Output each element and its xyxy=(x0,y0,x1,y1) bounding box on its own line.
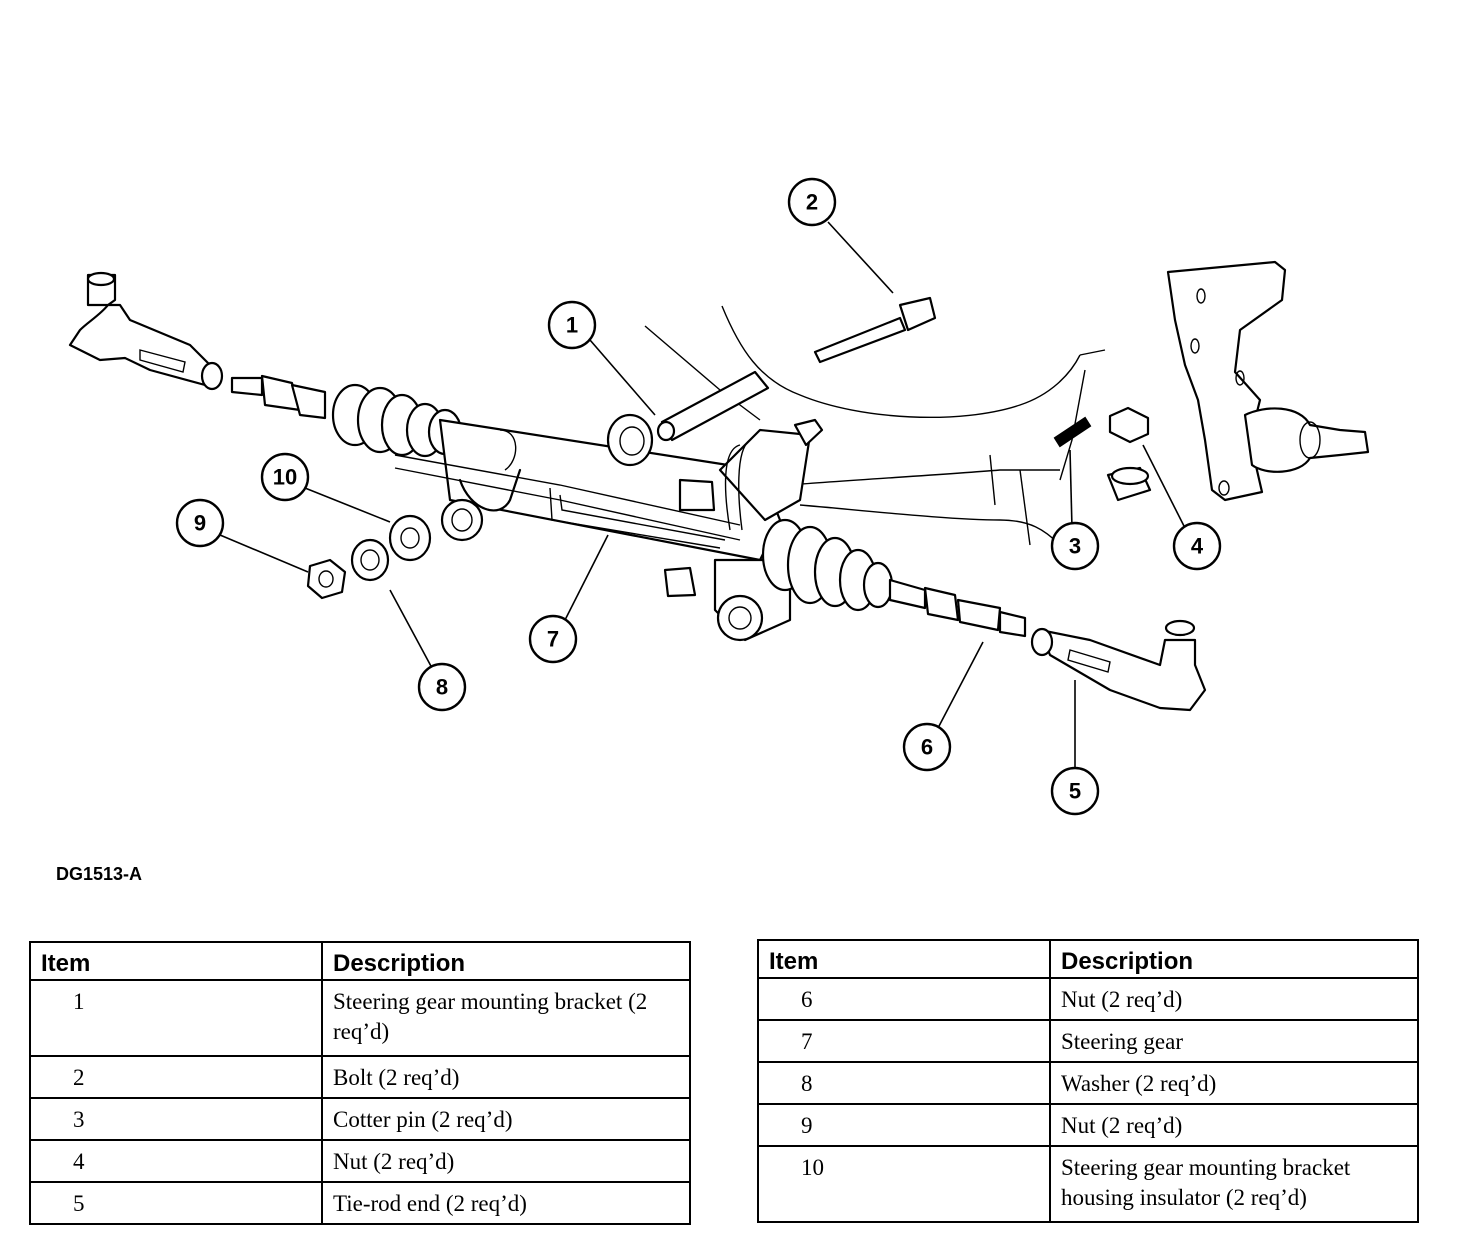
callout-8: 8 xyxy=(417,662,467,712)
item-number: 1 xyxy=(29,979,323,1057)
item-description: Nut (2 req’d) xyxy=(1049,977,1419,1021)
legend-table-right: Item Description 6 Nut (2 req’d) 7 Steer… xyxy=(757,939,1419,1223)
svg-text:10: 10 xyxy=(273,465,297,490)
callout-10: 10 xyxy=(260,452,310,502)
table-row: 8 Washer (2 req’d) xyxy=(757,1061,1419,1105)
callout-7: 7 xyxy=(528,614,578,664)
item-number: 8 xyxy=(757,1061,1051,1105)
right-tie-rod-end xyxy=(1030,619,1207,712)
table-row: 10 Steering gear mounting bracket housin… xyxy=(757,1145,1419,1223)
cotter-pin xyxy=(1053,416,1092,448)
svg-text:9: 9 xyxy=(194,511,206,536)
item-header: Item xyxy=(29,941,323,981)
callout-5: 5 xyxy=(1050,766,1100,816)
steering-gear-body xyxy=(394,418,824,642)
leader-lines xyxy=(219,221,1186,770)
insulator xyxy=(388,514,432,562)
right-inner-tie-rod xyxy=(761,518,1027,638)
item-number: 7 xyxy=(757,1019,1051,1063)
callout-1: 1 xyxy=(547,300,597,350)
item-number: 4 xyxy=(29,1139,323,1183)
table-row: 5 Tie-rod end (2 req’d) xyxy=(29,1181,691,1225)
item-description: Nut (2 req’d) xyxy=(321,1139,691,1183)
table-row: 4 Nut (2 req’d) xyxy=(29,1139,691,1183)
crossmember-outline xyxy=(644,305,1106,546)
washer xyxy=(350,538,390,582)
callout-4: 4 xyxy=(1172,521,1222,571)
item-description: Bolt (2 req’d) xyxy=(321,1055,691,1099)
item-description: Cotter pin (2 req’d) xyxy=(321,1097,691,1141)
item-number: 5 xyxy=(29,1181,323,1225)
callout-2: 2 xyxy=(787,177,837,227)
table-header-row: Item Description xyxy=(757,939,1419,979)
bracket-bushing xyxy=(606,413,654,467)
item-number: 10 xyxy=(757,1145,1051,1223)
callout-9: 9 xyxy=(175,498,225,548)
item-number: 3 xyxy=(29,1097,323,1141)
left-tie-rod-end xyxy=(68,271,224,391)
item-number: 2 xyxy=(29,1055,323,1099)
description-header: Description xyxy=(321,941,691,981)
table-header-row: Item Description xyxy=(29,941,691,981)
steering-knuckle xyxy=(1166,260,1370,502)
svg-text:5: 5 xyxy=(1069,779,1081,804)
svg-text:8: 8 xyxy=(436,675,448,700)
table-row: 6 Nut (2 req’d) xyxy=(757,977,1419,1021)
left-inner-tie-rod xyxy=(230,374,463,458)
exploded-view-diagram: 1 2 3 4 5 6 7 8 9 10 xyxy=(68,177,1370,816)
table-row: 2 Bolt (2 req’d) xyxy=(29,1055,691,1099)
svg-text:1: 1 xyxy=(566,313,578,338)
item-description: Steering gear mounting bracket housing i… xyxy=(1049,1145,1419,1223)
table-row: 1 Steering gear mounting bracket (2 req’… xyxy=(29,979,691,1057)
table-row: 3 Cotter pin (2 req’d) xyxy=(29,1097,691,1141)
svg-text:3: 3 xyxy=(1069,534,1081,559)
svg-text:2: 2 xyxy=(806,190,818,215)
bolt xyxy=(813,296,937,364)
svg-text:6: 6 xyxy=(921,735,933,760)
flange-nut xyxy=(306,558,347,600)
legend-table-left: Item Description 1 Steering gear mountin… xyxy=(29,941,691,1225)
item-number: 9 xyxy=(757,1103,1051,1147)
item-description: Tie-rod end (2 req’d) xyxy=(321,1181,691,1225)
description-header: Description xyxy=(1049,939,1419,979)
bracket-pin xyxy=(656,370,770,442)
table-row: 7 Steering gear xyxy=(757,1019,1419,1063)
callout-6: 6 xyxy=(902,722,952,772)
figure-code: DG1513-A xyxy=(56,864,143,884)
item-description: Nut (2 req’d) xyxy=(1049,1103,1419,1147)
item-description: Steering gear mounting bracket (2 req’d) xyxy=(321,979,691,1057)
item-header: Item xyxy=(757,939,1051,979)
item-number: 6 xyxy=(757,977,1051,1021)
callout-3: 3 xyxy=(1050,521,1100,571)
table-row: 9 Nut (2 req’d) xyxy=(757,1103,1419,1147)
svg-text:4: 4 xyxy=(1191,534,1204,559)
svg-text:7: 7 xyxy=(547,627,559,652)
item-description: Steering gear xyxy=(1049,1019,1419,1063)
castle-nut xyxy=(1106,406,1152,502)
item-description: Washer (2 req’d) xyxy=(1049,1061,1419,1105)
